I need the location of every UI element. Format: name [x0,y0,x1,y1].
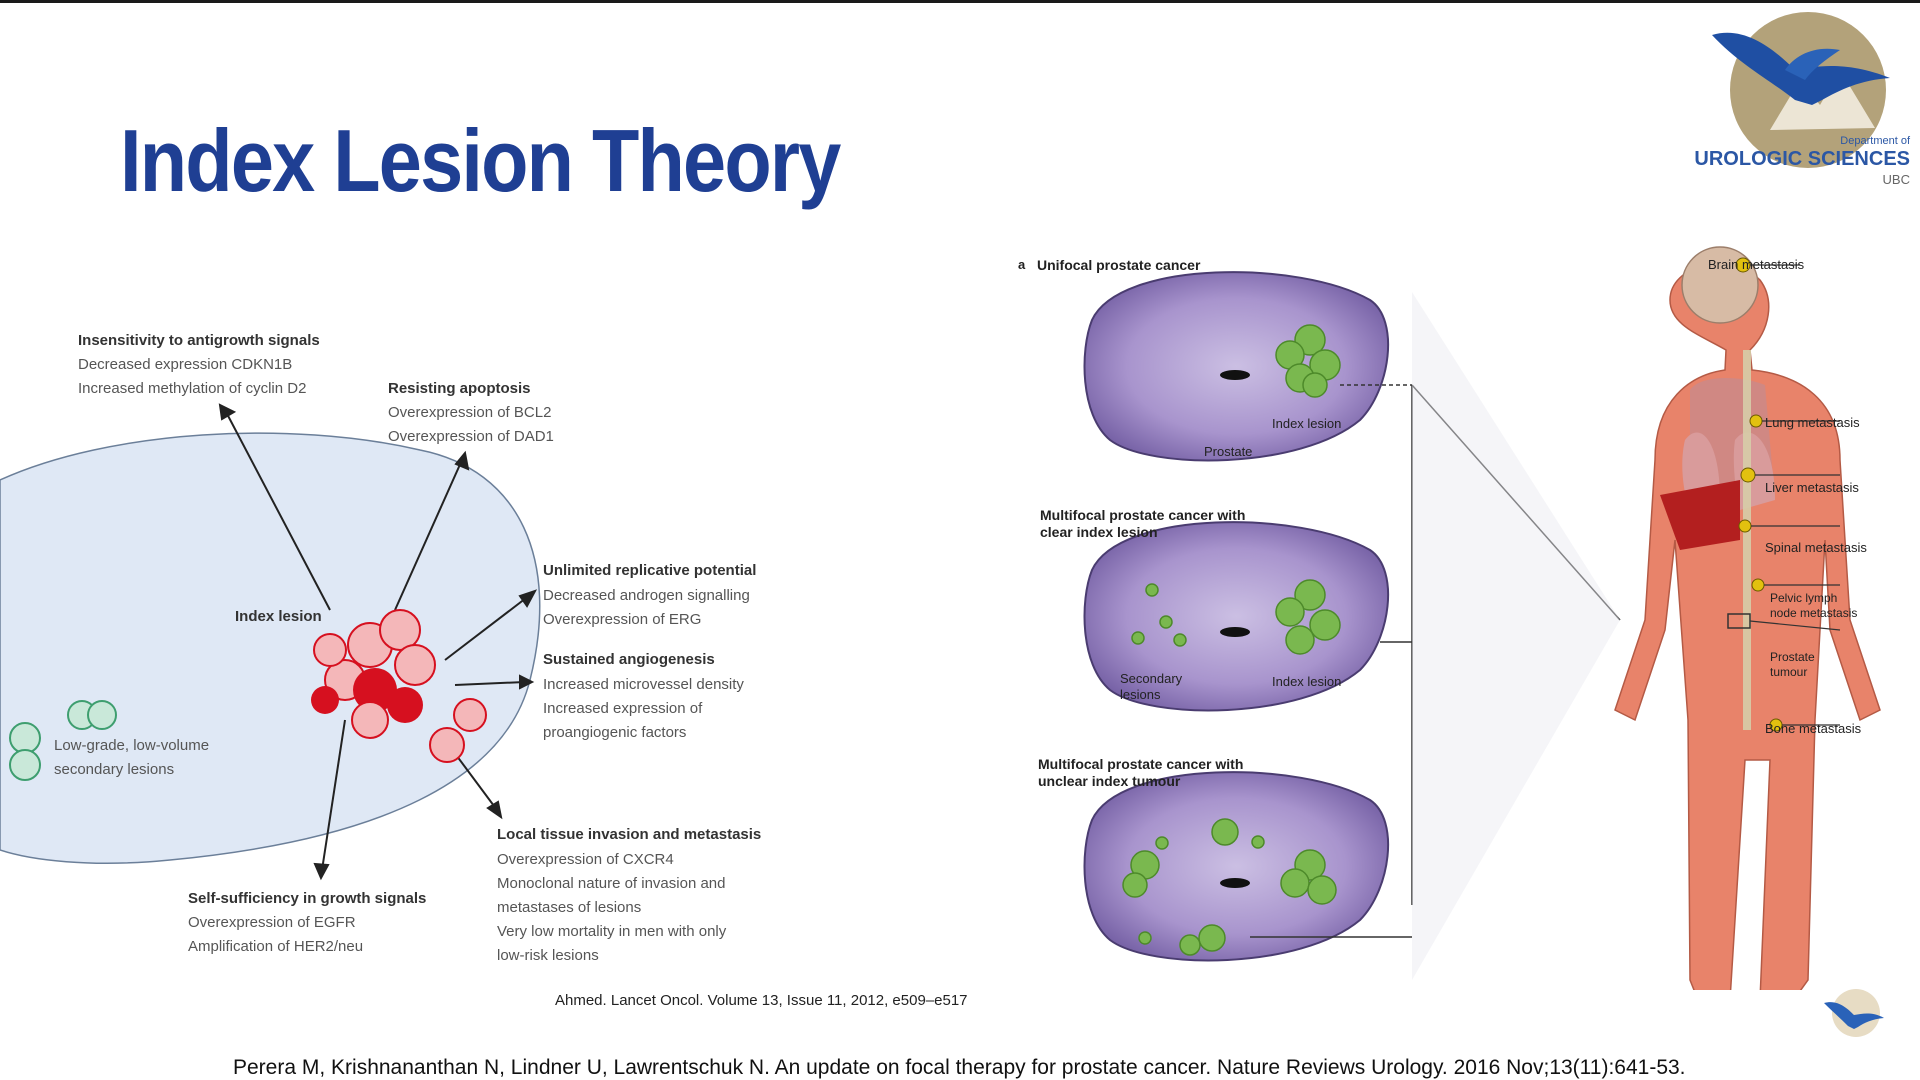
prostate-multifocal-unclear [1083,771,1390,962]
bone-metastasis-label: Bone metastasis [1765,721,1862,736]
insensitivity-line-1: Decreased expression CDKN1B [78,356,293,373]
liver-metastasis-label: Liver metastasis [1765,480,1859,495]
invasion-line-4: Very low mortality in men with only [497,923,727,940]
lowgrade-line-2: secondary lesions [54,761,175,778]
eagle-logo-icon [1712,12,1890,168]
replicative-line-1: Decreased androgen signalling [543,587,750,604]
secondary-lesions [9,700,117,781]
lowgrade-line-1: Low-grade, low-volume [54,737,210,754]
insensitivity-title: Insensitivity to antigrowth signals [78,332,320,349]
angiogenesis-line-3: proangiogenic factors [543,724,687,741]
multifocal-unclear-line-1: Multifocal prostate cancer with [1038,756,1244,772]
prostate-unifocal [1083,271,1390,462]
replicative-title: Unlimited replicative potential [543,562,757,579]
panel-letter: a [1018,257,1026,272]
logo-dept: Department of [1840,135,1910,147]
brain-metastasis-label: Brain metastasis [1708,257,1805,272]
prostate-tumour-label-2: tumour [1770,665,1808,679]
prostate-label: Prostate [1204,444,1253,459]
selfsufficiency-title: Self-sufficiency in growth signals [188,890,427,907]
connector-lines [1250,384,1621,938]
invasion-line-3: metastases of lesions [497,899,642,916]
pelvic-label-1: Pelvic lymph [1770,591,1838,605]
apoptosis-line-1: Overexpression of BCL2 [388,404,552,421]
slide-title: Index Lesion Theory [120,111,841,210]
invasion-title: Local tissue invasion and metastasis [497,826,762,843]
pelvic-label-2: node metastasis [1770,606,1858,620]
invasion-line-2: Monoclonal nature of invasion and [497,875,726,892]
figure-credit: Ahmed. Lancet Oncol. Volume 13, Issue 11… [555,992,968,1009]
corner-logo-icon [1824,989,1884,1037]
multifocal-clear-line-2: clear index lesion [1040,524,1158,540]
body-figure [1614,246,1881,990]
index-lesion-label: Index lesion [235,608,322,625]
selfsufficiency-line-1: Overexpression of EGFR [188,914,356,931]
spinal-metastasis-label: Spinal metastasis [1765,540,1867,555]
multifocal-clear-line-1: Multifocal prostate cancer with [1040,507,1246,523]
apoptosis-title: Resisting apoptosis [388,380,531,397]
prostate-metastasis-diagram [1083,246,1881,990]
hallmark-arrows [218,403,538,881]
index-lesion-cluster [311,609,487,763]
invasion-line-5: low-risk lesions [497,947,599,964]
secondary-line-1: Secondary [1120,671,1183,686]
lung-metastasis-label: Lung metastasis [1765,415,1860,430]
secondary-line-2: lesions [1120,687,1161,702]
insensitivity-line-2: Increased methylation of cyclin D2 [78,380,307,397]
logo-name: UROLOGIC SCIENCES [1694,148,1910,170]
top-border [0,0,1920,3]
prostate-multifocal-clear [1083,521,1390,712]
replicative-line-2: Overexpression of ERG [543,611,702,628]
invasion-line-1: Overexpression of CXCR4 [497,851,674,868]
selfsufficiency-line-2: Amplification of HER2/neu [188,938,364,955]
angiogenesis-title: Sustained angiogenesis [543,651,715,668]
multifocal-unclear-line-2: unclear index tumour [1038,773,1181,789]
metastasis-leader-lines [1749,264,1841,726]
index-lesion-label-2: Index lesion [1272,674,1342,689]
zoom-wedge [1412,292,1620,980]
unifocal-label: Unifocal prostate cancer [1037,257,1201,273]
hallmarks-diagram [0,403,541,881]
index-lesion-label-1: Index lesion [1272,416,1342,431]
logo-ubc: UBC [1882,172,1910,187]
cell-outline [0,432,541,865]
angiogenesis-line-2: Increased expression of [543,700,703,717]
angiogenesis-line-1: Increased microvessel density [543,676,744,693]
footer-reference: Perera M, Krishnananthan N, Lindner U, L… [233,1056,1686,1079]
prostate-tumour-label-1: Prostate [1770,650,1815,664]
apoptosis-line-2: Overexpression of DAD1 [388,428,554,445]
